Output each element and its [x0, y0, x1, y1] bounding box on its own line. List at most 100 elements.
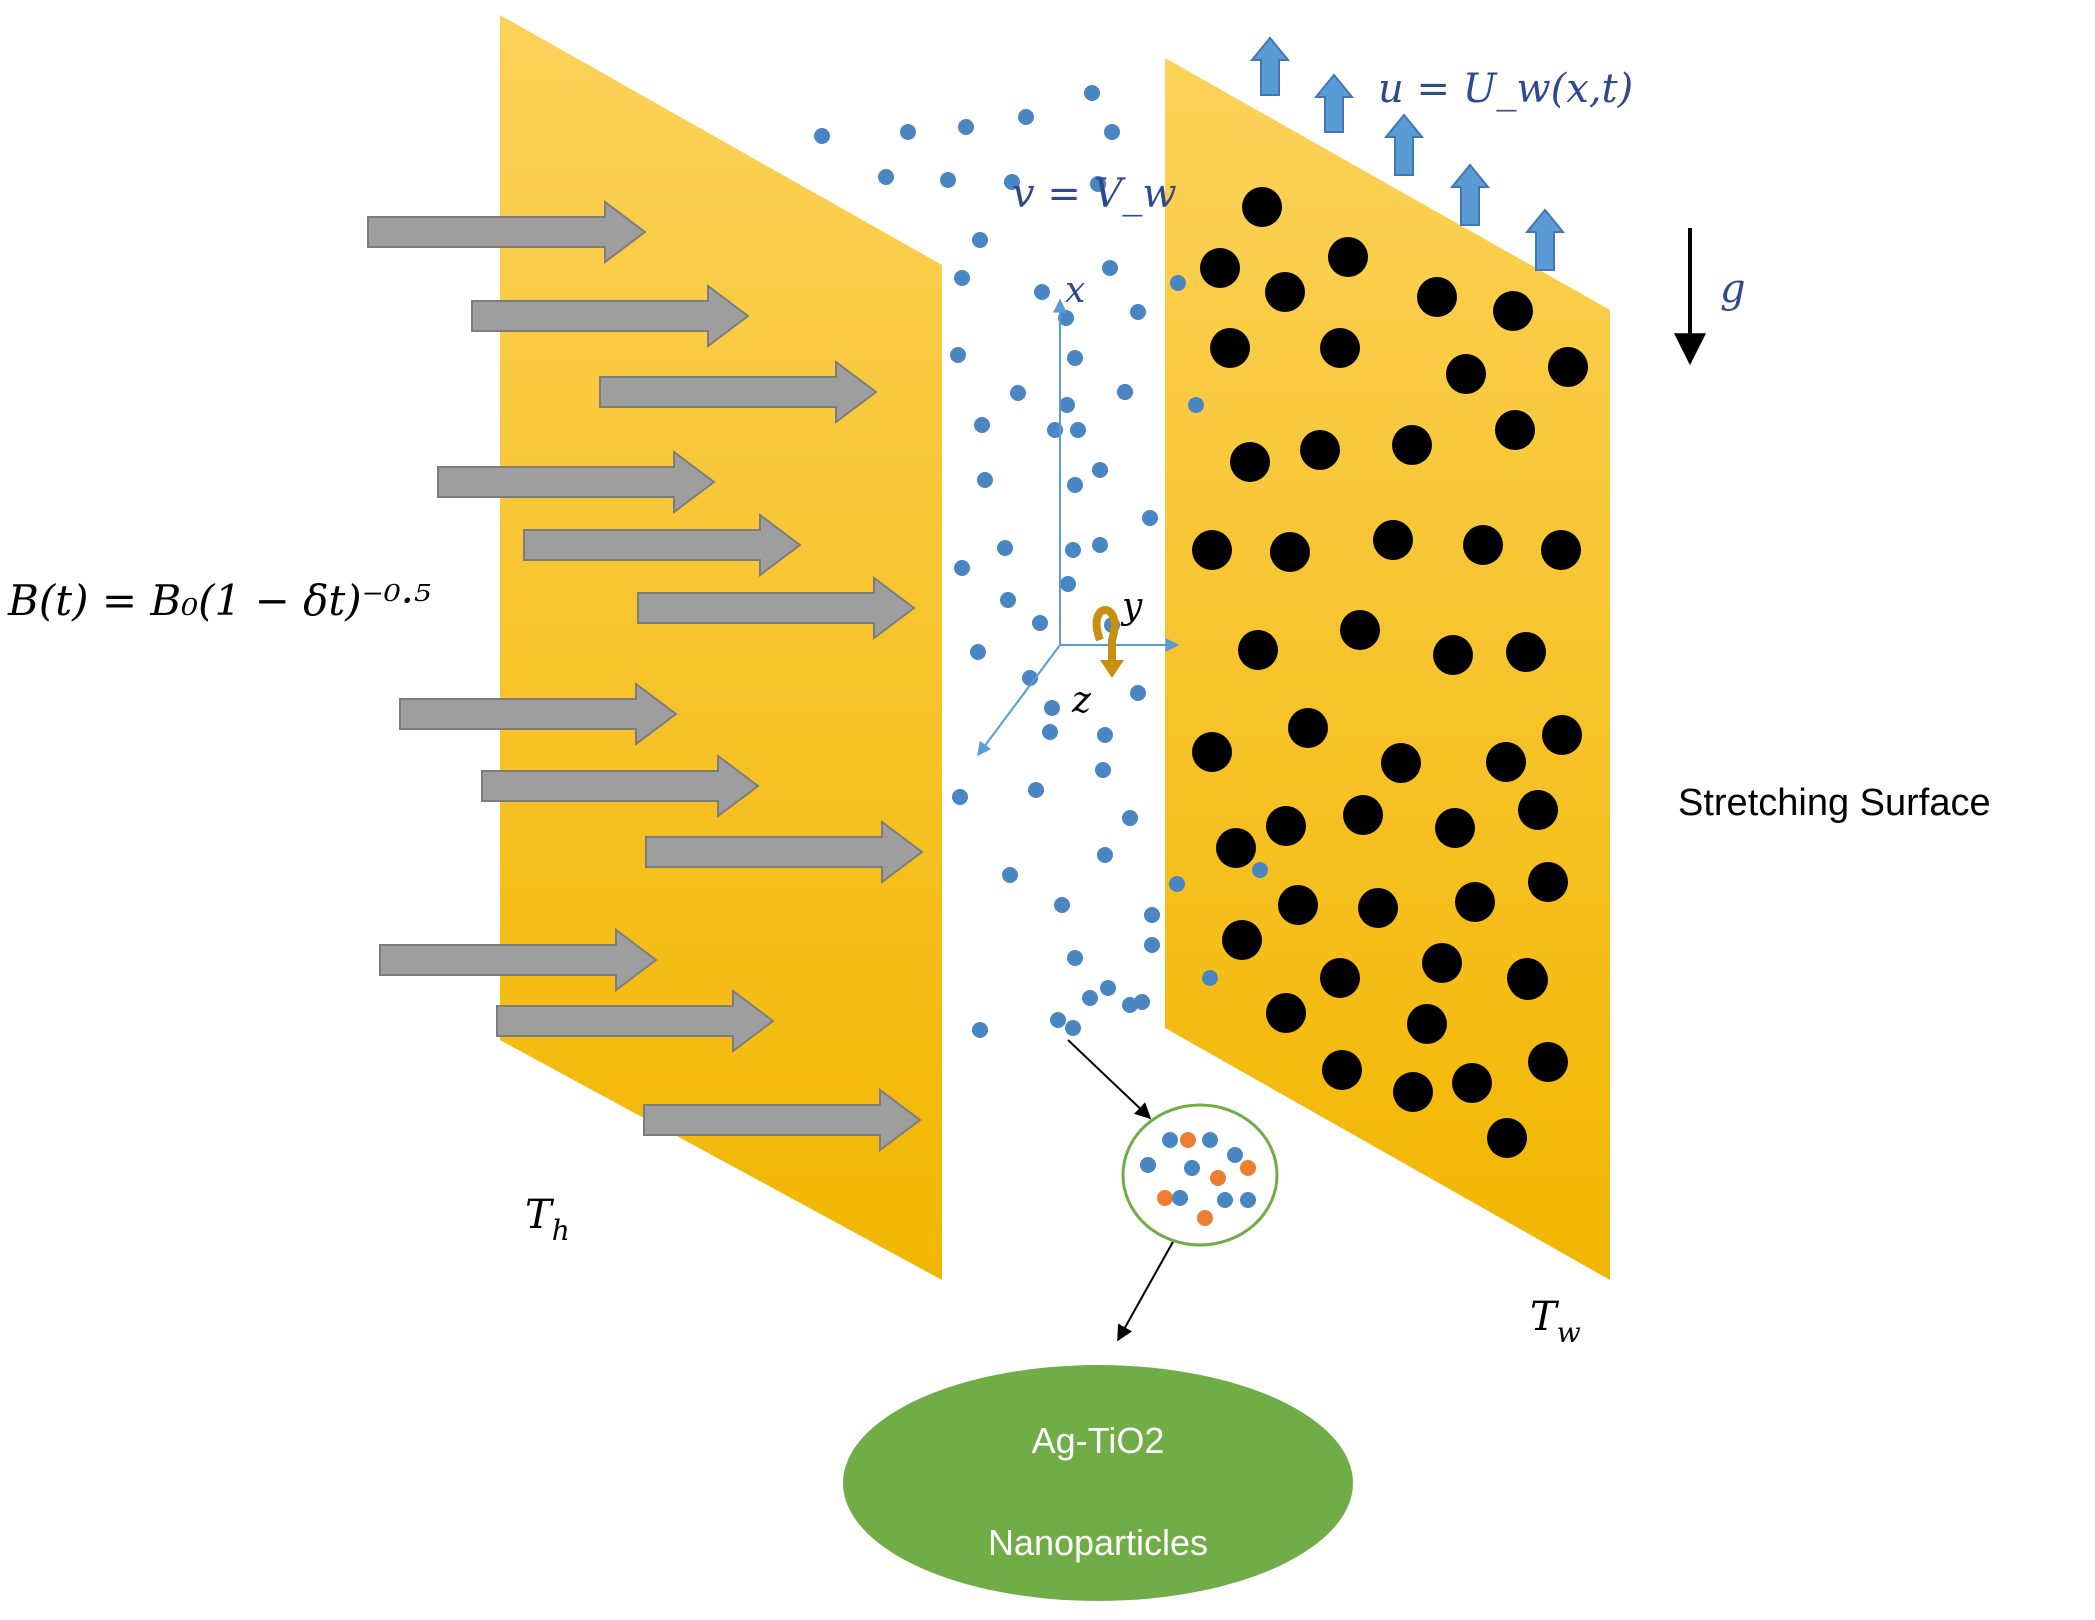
axis-z-label: z — [1071, 680, 1092, 721]
temp-left-sub: h — [552, 1214, 570, 1247]
surface-particle — [1541, 530, 1581, 570]
fluid-particle — [954, 560, 970, 576]
tio2-particle — [1140, 1157, 1156, 1173]
surface-particle — [1493, 291, 1533, 331]
fluid-particle — [1144, 937, 1160, 953]
fluid-particle — [814, 128, 830, 144]
fluid-particle — [1070, 422, 1086, 438]
nanoparticles-ellipse — [843, 1365, 1353, 1601]
surface-particle — [1506, 632, 1546, 672]
fluid-particle — [950, 347, 966, 363]
surface-particle — [1238, 630, 1278, 670]
zoom-particles — [1140, 1132, 1256, 1226]
fluid-particle — [1188, 397, 1204, 413]
surface-particle — [1417, 277, 1457, 317]
surface-particle — [1200, 248, 1240, 288]
surface-particle — [1266, 806, 1306, 846]
pointer-to-zoom — [1067, 1039, 1152, 1120]
left-plate — [500, 15, 942, 1280]
surface-particle — [1343, 795, 1383, 835]
surface-particle — [1422, 943, 1462, 983]
fluid-particle — [1067, 350, 1083, 366]
fluid-particle — [972, 232, 988, 248]
tio2-particle — [1227, 1147, 1243, 1163]
surface-particle — [1392, 425, 1432, 465]
fluid-particle — [1065, 542, 1081, 558]
fluid-particle — [1122, 810, 1138, 826]
surface-particle — [1322, 1050, 1362, 1090]
fluid-particle — [1097, 847, 1113, 863]
surface-particle — [1230, 442, 1270, 482]
surface-particle — [1433, 635, 1473, 675]
surface-particle — [1358, 888, 1398, 928]
fluid-particle — [1092, 537, 1108, 553]
right-arrow-icon — [645, 820, 924, 884]
fluid-particle — [878, 169, 894, 185]
surface-particle — [1222, 920, 1262, 960]
surface-particle — [1407, 1004, 1447, 1044]
tio2-particle — [1217, 1192, 1233, 1208]
fluid-particle — [1092, 462, 1108, 478]
fluid-particle — [1044, 700, 1060, 716]
surface-particle — [1216, 828, 1256, 868]
fluid-particle — [1095, 762, 1111, 778]
surface-particle — [1518, 790, 1558, 830]
temp-right-T: T — [1530, 1294, 1560, 1340]
surface-particle — [1320, 958, 1360, 998]
fluid-particle — [974, 417, 990, 433]
right-arrow-icon — [379, 928, 658, 992]
surface-particle — [1278, 885, 1318, 925]
temp-right-sub: w — [1557, 1316, 1581, 1349]
surface-particle — [1548, 347, 1588, 387]
temp-left-label: Th — [525, 1192, 570, 1247]
right-arrow-icon — [599, 360, 878, 424]
right-arrow-icon — [643, 1088, 922, 1152]
fluid-particle — [997, 540, 1013, 556]
surface-particle — [1393, 1072, 1433, 1112]
up-arrow-icon — [1313, 73, 1355, 133]
up-arrow-icon — [1249, 36, 1291, 96]
fluid-particle — [1032, 615, 1048, 631]
surface-particle — [1381, 743, 1421, 783]
surface-particle — [1528, 1042, 1568, 1082]
surface-particle — [1300, 430, 1340, 470]
up-arrow-icon — [1449, 163, 1491, 226]
fluid-particle — [1100, 980, 1116, 996]
fluid-particle — [1018, 109, 1034, 125]
surface-particle — [1486, 742, 1526, 782]
tio2-particle — [1172, 1190, 1188, 1206]
surface-particle — [1463, 525, 1503, 565]
surface-particle — [1192, 732, 1232, 772]
surface-particle — [1242, 187, 1282, 227]
fluid-particle — [1000, 592, 1016, 608]
fluid-particles — [814, 85, 1268, 1038]
coordinate-axes — [977, 298, 1180, 757]
axis-x-label: x — [1065, 270, 1085, 311]
fluid-particle — [1060, 576, 1076, 592]
surface-particle — [1340, 610, 1380, 650]
surface-particle — [1192, 530, 1232, 570]
surface-particle — [1508, 960, 1548, 1000]
surface-particles — [1192, 187, 1588, 1158]
tio2-particle — [1202, 1132, 1218, 1148]
temp-right-label: Tw — [1530, 1294, 1581, 1349]
fluid-particle — [1065, 1020, 1081, 1036]
fluid-particle — [1050, 1012, 1066, 1028]
right-arrow-icon — [437, 450, 716, 514]
fluid-particle — [1090, 176, 1106, 192]
fluid-particle — [954, 270, 970, 286]
surface-particle — [1288, 708, 1328, 748]
right-arrow-icon — [399, 682, 678, 746]
fluid-particle — [952, 789, 968, 805]
fluid-particle — [1054, 897, 1070, 913]
surface-particle — [1435, 808, 1475, 848]
surface-particle — [1542, 715, 1582, 755]
axis-y-label: y — [1120, 586, 1143, 627]
fluid-particle — [1042, 724, 1058, 740]
right-arrow-icon — [496, 989, 775, 1053]
fluid-particle — [1082, 990, 1098, 1006]
fluid-particle — [940, 172, 956, 188]
fluid-particle — [1022, 670, 1038, 686]
right-arrow-icon — [481, 754, 760, 818]
